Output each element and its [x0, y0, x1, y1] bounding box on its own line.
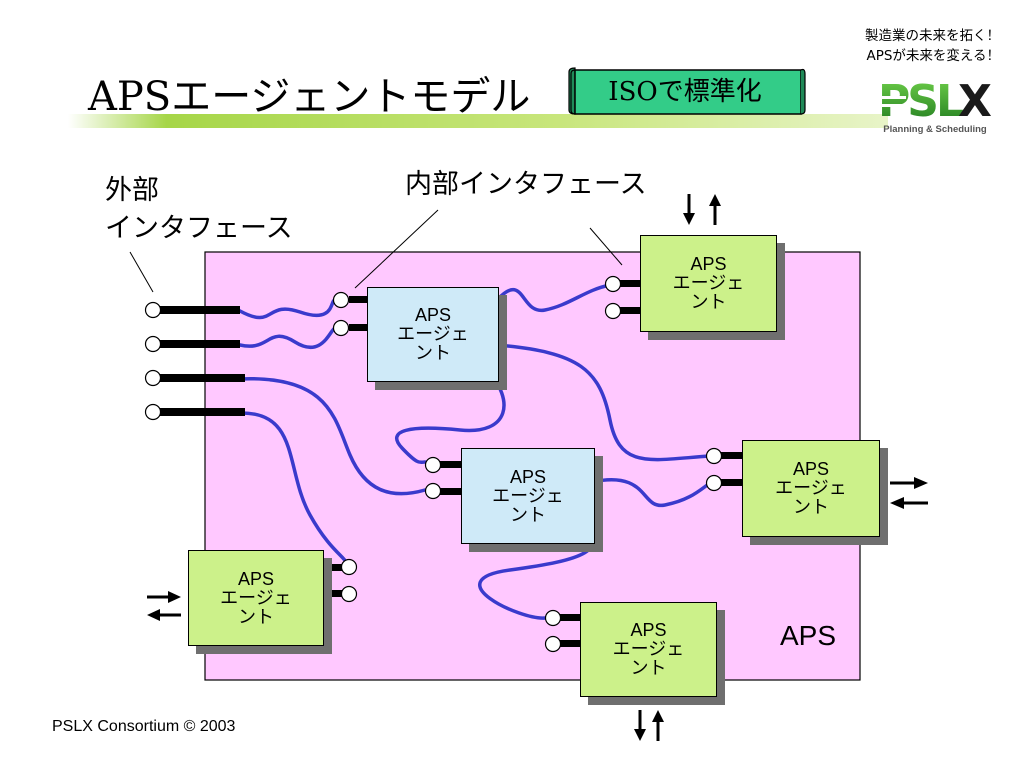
external-interface-line-2: インタフェース	[105, 213, 293, 244]
io-arrows-bottom	[634, 710, 664, 741]
link-ext1-int1	[238, 298, 337, 320]
agent-label-line: エージェ	[612, 639, 685, 659]
agent-label-line: エージェ	[775, 478, 847, 498]
port-circle	[144, 335, 162, 353]
aps-area-label: APS	[780, 620, 837, 651]
io-arrows-right	[890, 477, 928, 509]
link-int2-edgebottom	[478, 520, 595, 620]
agent-label-line: ント	[690, 292, 727, 312]
port-circle	[144, 369, 162, 387]
agent-label-line: APS	[414, 305, 452, 325]
agent-label-line: APS	[630, 620, 667, 640]
agent-internal-2: APS エージェ ント	[461, 448, 595, 544]
link-int1-edgetop	[495, 283, 612, 312]
agent-label-line: APS	[237, 568, 275, 589]
agent-label-line: エージェ	[672, 273, 745, 293]
agent-internal-1: APS エージェ ント	[367, 287, 499, 382]
logo-subtitle: Planning & Scheduling	[883, 124, 987, 135]
edge-top-ports	[604, 275, 656, 320]
internal-interface-leader-2	[589, 227, 623, 266]
port-circle	[144, 301, 162, 319]
iso-banner	[568, 67, 806, 115]
external-ports	[144, 301, 245, 421]
agent-label-line: エージェ	[220, 587, 292, 608]
external-interface-leader	[129, 251, 154, 293]
agent-label-line: ント	[510, 504, 546, 525]
slide-title: APSエージェントモデル	[88, 74, 531, 120]
agent-label-line: APS	[509, 466, 547, 487]
svg-text:PSL: PSL	[878, 76, 963, 127]
title-underline	[68, 114, 888, 128]
agent-edge-left: APS エージェ ント	[188, 550, 324, 646]
link-int1-edgeright	[495, 343, 712, 462]
agent-label-line: ント	[238, 606, 274, 627]
link-ext2-int1	[238, 326, 337, 350]
agent-edge-bottom: APS エージェ ント	[580, 602, 717, 697]
footer-copyright: PSLX Consortium © 2003	[52, 718, 236, 735]
agent-edge-right: APS エージェ ント	[742, 440, 880, 537]
agent-label-line: ント	[793, 497, 829, 517]
external-interface-label: 外部 インタフェース	[105, 172, 293, 248]
agent-label-line: ント	[630, 658, 667, 678]
iso-badge-label: ISOで標準化	[608, 77, 762, 107]
internal-2-ports	[424, 456, 463, 500]
tagline-line-1: 製造業の未来を拓く！	[865, 28, 1000, 44]
port-circle	[144, 403, 162, 421]
agent-label-line: ント	[415, 343, 451, 363]
edge-right-ports	[705, 447, 756, 492]
agent-label-line: エージェ	[492, 485, 564, 506]
internal-interface-label: 内部インタフェース	[405, 169, 647, 200]
pslx-logo: PSL X	[876, 76, 992, 127]
agent-label-line: APS	[792, 459, 830, 479]
edge-bottom-ports	[544, 609, 596, 653]
link-ext4-edgeleft	[238, 411, 348, 569]
internal-interface-leader-1	[354, 209, 439, 289]
tagline: 製造業の未来を拓く！ APSが未来を変える！	[800, 26, 1000, 66]
link-int1-int2	[395, 368, 506, 465]
tagline-line-2: APSが未来を変える！	[866, 48, 1000, 64]
agent-label-line: APS	[690, 254, 727, 274]
agent-edge-top: APS エージェ ント	[640, 235, 777, 332]
edge-left-ports	[310, 558, 358, 603]
internal-1-ports	[332, 291, 372, 337]
svg-text:X: X	[958, 76, 992, 127]
external-interface-line-1: 外部	[105, 175, 159, 206]
io-arrows-left	[147, 591, 181, 621]
link-ext3-int2	[238, 377, 427, 496]
link-int2-edgeright	[590, 478, 712, 508]
agent-label-line: エージェ	[397, 324, 469, 344]
io-arrows-top	[683, 194, 721, 225]
